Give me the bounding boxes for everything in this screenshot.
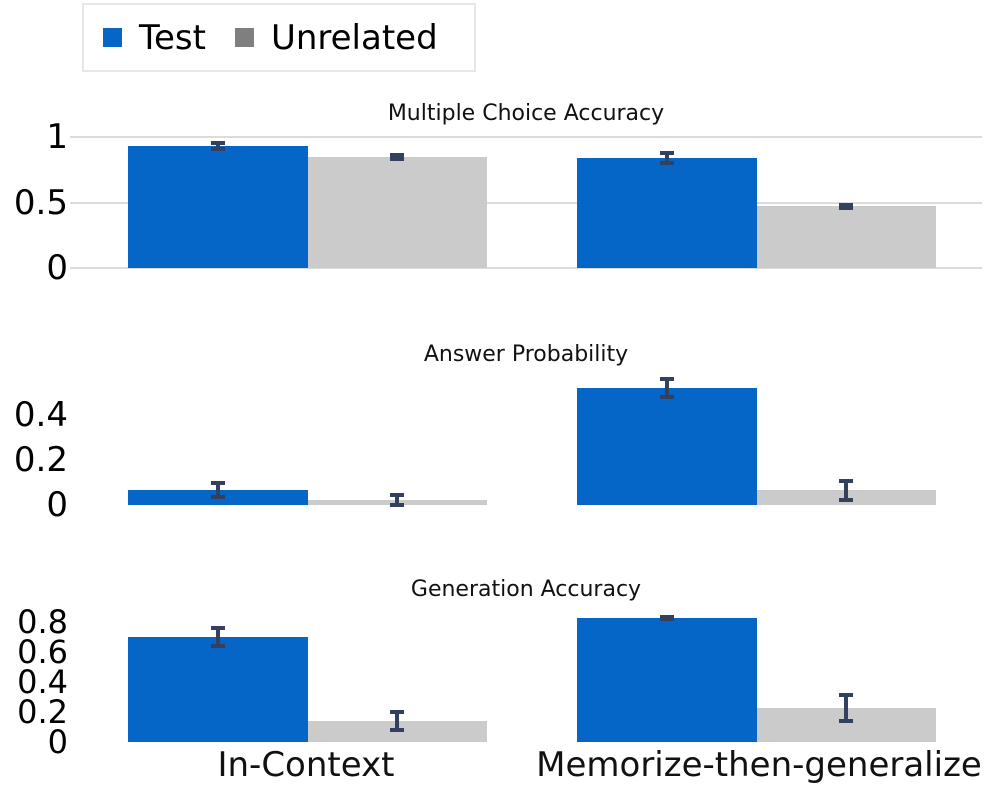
x-label-in-context: In-Context bbox=[217, 745, 395, 785]
error-bar-cap-top bbox=[210, 140, 225, 145]
y-tick-label-0: 0 bbox=[46, 485, 68, 525]
error-bar-cap-top bbox=[659, 376, 674, 381]
error-bar-cap-bottom bbox=[390, 728, 405, 733]
y-tick-label-0.6: 0.6 bbox=[17, 633, 68, 671]
bar-test-in-context bbox=[128, 146, 308, 268]
error-bar-cap-bottom bbox=[659, 160, 674, 165]
legend: Test Unrelated bbox=[82, 3, 476, 72]
error-bar-cap-top bbox=[210, 481, 225, 486]
y-tick-label-0: 0 bbox=[47, 723, 68, 761]
legend-swatch-test-icon bbox=[103, 28, 122, 47]
error-bar bbox=[215, 140, 220, 152]
error-bar-cap-bottom bbox=[839, 206, 854, 211]
x-label-memorize-then-generalize: Memorize-then-generalize bbox=[536, 745, 982, 785]
error-bar bbox=[664, 151, 669, 165]
error-bar-cap-bottom bbox=[839, 719, 854, 724]
y-tick-label-1: 1 bbox=[46, 117, 68, 157]
error-bar-cap-top bbox=[839, 202, 854, 207]
y-tick-label-0.4: 0.4 bbox=[13, 395, 68, 435]
error-bar-cap-bottom bbox=[839, 497, 854, 502]
bar-test-memorize-then-generalize bbox=[577, 617, 757, 742]
error-bar-cap-bottom bbox=[210, 147, 225, 152]
panel-title-generation-accuracy: Generation Accuracy bbox=[410, 577, 642, 602]
error-bar-cap-top bbox=[839, 479, 854, 484]
legend-label-unrelated: Unrelated bbox=[270, 17, 438, 58]
gridline-0 bbox=[70, 267, 982, 269]
error-bar bbox=[395, 493, 400, 507]
error-bar-cap-bottom bbox=[390, 502, 405, 507]
error-bar-cap-bottom bbox=[390, 156, 405, 161]
bar-unrelated-memorize-then-generalize bbox=[756, 206, 936, 268]
gridline-1 bbox=[70, 136, 982, 138]
panel-title-multiple-choice-accuracy: Multiple Choice Accuracy bbox=[387, 101, 665, 126]
error-bar bbox=[844, 693, 849, 724]
y-tick-label-0.4: 0.4 bbox=[17, 663, 68, 701]
error-bar bbox=[844, 479, 849, 502]
error-bar bbox=[664, 376, 669, 400]
bar-test-memorize-then-generalize bbox=[577, 388, 757, 505]
y-tick-label-0.2: 0.2 bbox=[13, 440, 68, 480]
bar-unrelated-in-context bbox=[307, 156, 487, 268]
bar-test-in-context bbox=[128, 637, 308, 742]
error-bar-cap-bottom bbox=[210, 495, 225, 500]
error-bar-cap-top bbox=[390, 152, 405, 157]
error-bar-cap-bottom bbox=[659, 395, 674, 400]
error-bar bbox=[215, 481, 220, 500]
error-bar bbox=[215, 625, 220, 649]
y-tick-label-0: 0 bbox=[46, 248, 68, 288]
y-tick-label-0.5: 0.5 bbox=[13, 182, 68, 223]
error-bar-cap-bottom bbox=[210, 644, 225, 649]
legend-swatch-unrelated-icon bbox=[234, 28, 254, 47]
error-bar-cap-top bbox=[390, 709, 405, 714]
legend-label-test: Test bbox=[139, 17, 206, 58]
y-tick-label-0.2: 0.2 bbox=[17, 693, 68, 731]
bar-test-memorize-then-generalize bbox=[577, 157, 757, 268]
error-bar-cap-top bbox=[390, 493, 405, 498]
error-bar-cap-top bbox=[210, 625, 225, 630]
error-bar-cap-top bbox=[659, 151, 674, 156]
gridline-0.5 bbox=[70, 201, 982, 204]
error-bar-cap-top bbox=[839, 693, 854, 698]
error-bar-cap-bottom bbox=[659, 616, 674, 621]
error-bar bbox=[395, 709, 400, 733]
y-tick-label-0.8: 0.8 bbox=[17, 603, 68, 641]
panel-title-answer-probability: Answer Probability bbox=[423, 342, 629, 367]
